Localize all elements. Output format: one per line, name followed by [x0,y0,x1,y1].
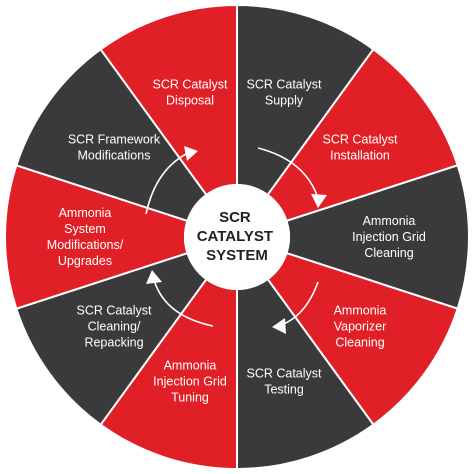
segment-label-line: Disposal [166,93,214,107]
segment-label-line: System [64,222,106,236]
segment-label-line: Ammonia [59,206,112,220]
cycle-arrow-bottom-left [153,279,214,327]
segment-label-line: SCR Catalyst [246,367,322,381]
cycle-arrows [145,146,327,334]
segment-label-line: Cleaning [335,335,384,349]
center-title-line: SYSTEM [206,247,268,264]
segment-label-line: SCR Catalyst [246,77,322,91]
segments-layer [4,3,470,471]
segment-label-line: Cleaning [364,246,413,260]
cycle-arrow-head-bottom-left [146,270,162,284]
center-title-line: SCR [219,209,251,226]
center-circle [184,184,290,290]
cycle-arrow-head-top-left [184,146,198,161]
cycle-arrow-head-bottom-right [272,318,286,334]
segment-label-line: Supply [265,93,304,107]
cycle-arrow-head-top-right [311,194,327,208]
segment-label-line: SCR Catalyst [76,303,152,317]
segment-label-line: SCR Catalyst [322,133,398,147]
segment-label-line: Vaporizer [334,319,387,333]
segment-label-line: Injection Grid [153,375,227,389]
center-title: SCR CATALYST SYSTEM [197,209,278,264]
segment-label-line: Testing [264,383,304,397]
segment-label-line: Upgrades [58,254,112,268]
segment-label-line: Repacking [84,335,143,349]
segment-label-line: Injection Grid [352,230,426,244]
segment-label-line: Modifications/ [47,238,124,252]
segment-label-line: Installation [330,149,390,163]
center-title-line: CATALYST [197,228,273,245]
segment-label-line: Modifications [78,149,151,163]
cycle-arrow-top-left [145,151,191,215]
segment-label-line: Cleaning/ [88,319,141,333]
segment-label-line: Ammonia [334,303,387,317]
cycle-arrow-top-right [257,147,319,199]
segment-label-line: Ammonia [164,359,217,373]
segment-label-line: Ammonia [363,214,416,228]
segment-label-line: SCR Catalyst [152,77,228,91]
segment-label-line: SCR Framework [68,133,161,147]
segment-label-line: Tuning [171,391,209,405]
